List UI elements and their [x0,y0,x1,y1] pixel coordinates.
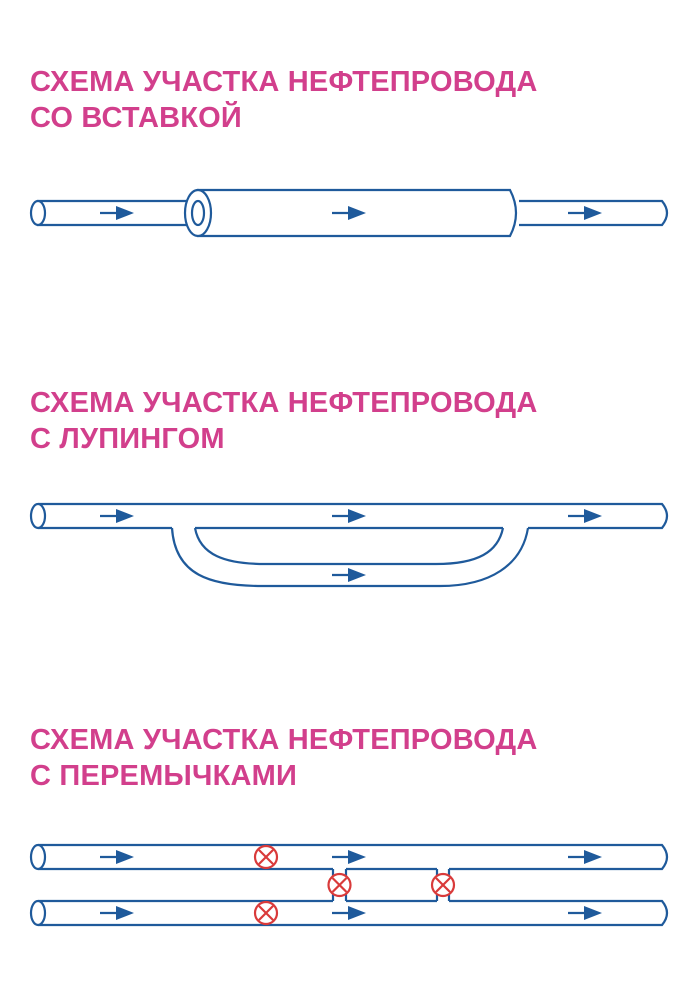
flow-arrow-icon [100,906,134,920]
valve-icon [253,900,279,926]
valve-icon [430,872,456,898]
flow-arrow-icon [332,206,366,220]
pipe-main [29,502,669,530]
flow-arrow-icon [332,906,366,920]
title-jumpers-scheme: СХЕМА УЧАСТКА НЕФТЕПРОВОДА С ПЕРЕМЫЧКАМИ [30,722,538,794]
pipe-loop [170,527,530,588]
flow-arrow-icon [568,206,602,220]
title-line: СХЕМА УЧАСТКА НЕФТЕПРОВОДА [30,724,538,756]
pipe-upper [29,843,669,871]
flow-arrow-icon [100,850,134,864]
title-line: С ПЕРЕМЫЧКАМИ [30,760,298,792]
diagram-jumpers [29,843,669,927]
title-line: СО ВСТАВКОЙ [30,102,242,134]
valve-icon [327,872,352,898]
flow-arrow-icon [332,850,366,864]
diagram-looping [29,502,669,588]
flow-arrow-icon [568,906,602,920]
flow-arrow-icon [100,206,134,220]
title-insert-scheme: СХЕМА УЧАСТКА НЕФТЕПРОВОДА СО ВСТАВКОЙ [30,64,538,136]
title-line: СХЕМА УЧАСТКА НЕФТЕПРОВОДА [30,66,538,98]
flow-arrow-icon [100,509,134,523]
flow-arrow-icon [568,850,602,864]
flow-arrow-icon [568,509,602,523]
title-line: СХЕМА УЧАСТКА НЕФТЕПРОВОДА [30,387,538,419]
flow-arrow-icon [332,568,366,582]
diagram-insert [29,188,669,238]
pipe-lower [29,899,669,927]
title-line: С ЛУПИНГОМ [30,423,225,455]
pipe-right [519,199,669,227]
valve-icon [253,844,279,870]
flow-arrow-icon [332,509,366,523]
title-looping-scheme: СХЕМА УЧАСТКА НЕФТЕПРОВОДА С ЛУПИНГОМ [30,385,538,457]
